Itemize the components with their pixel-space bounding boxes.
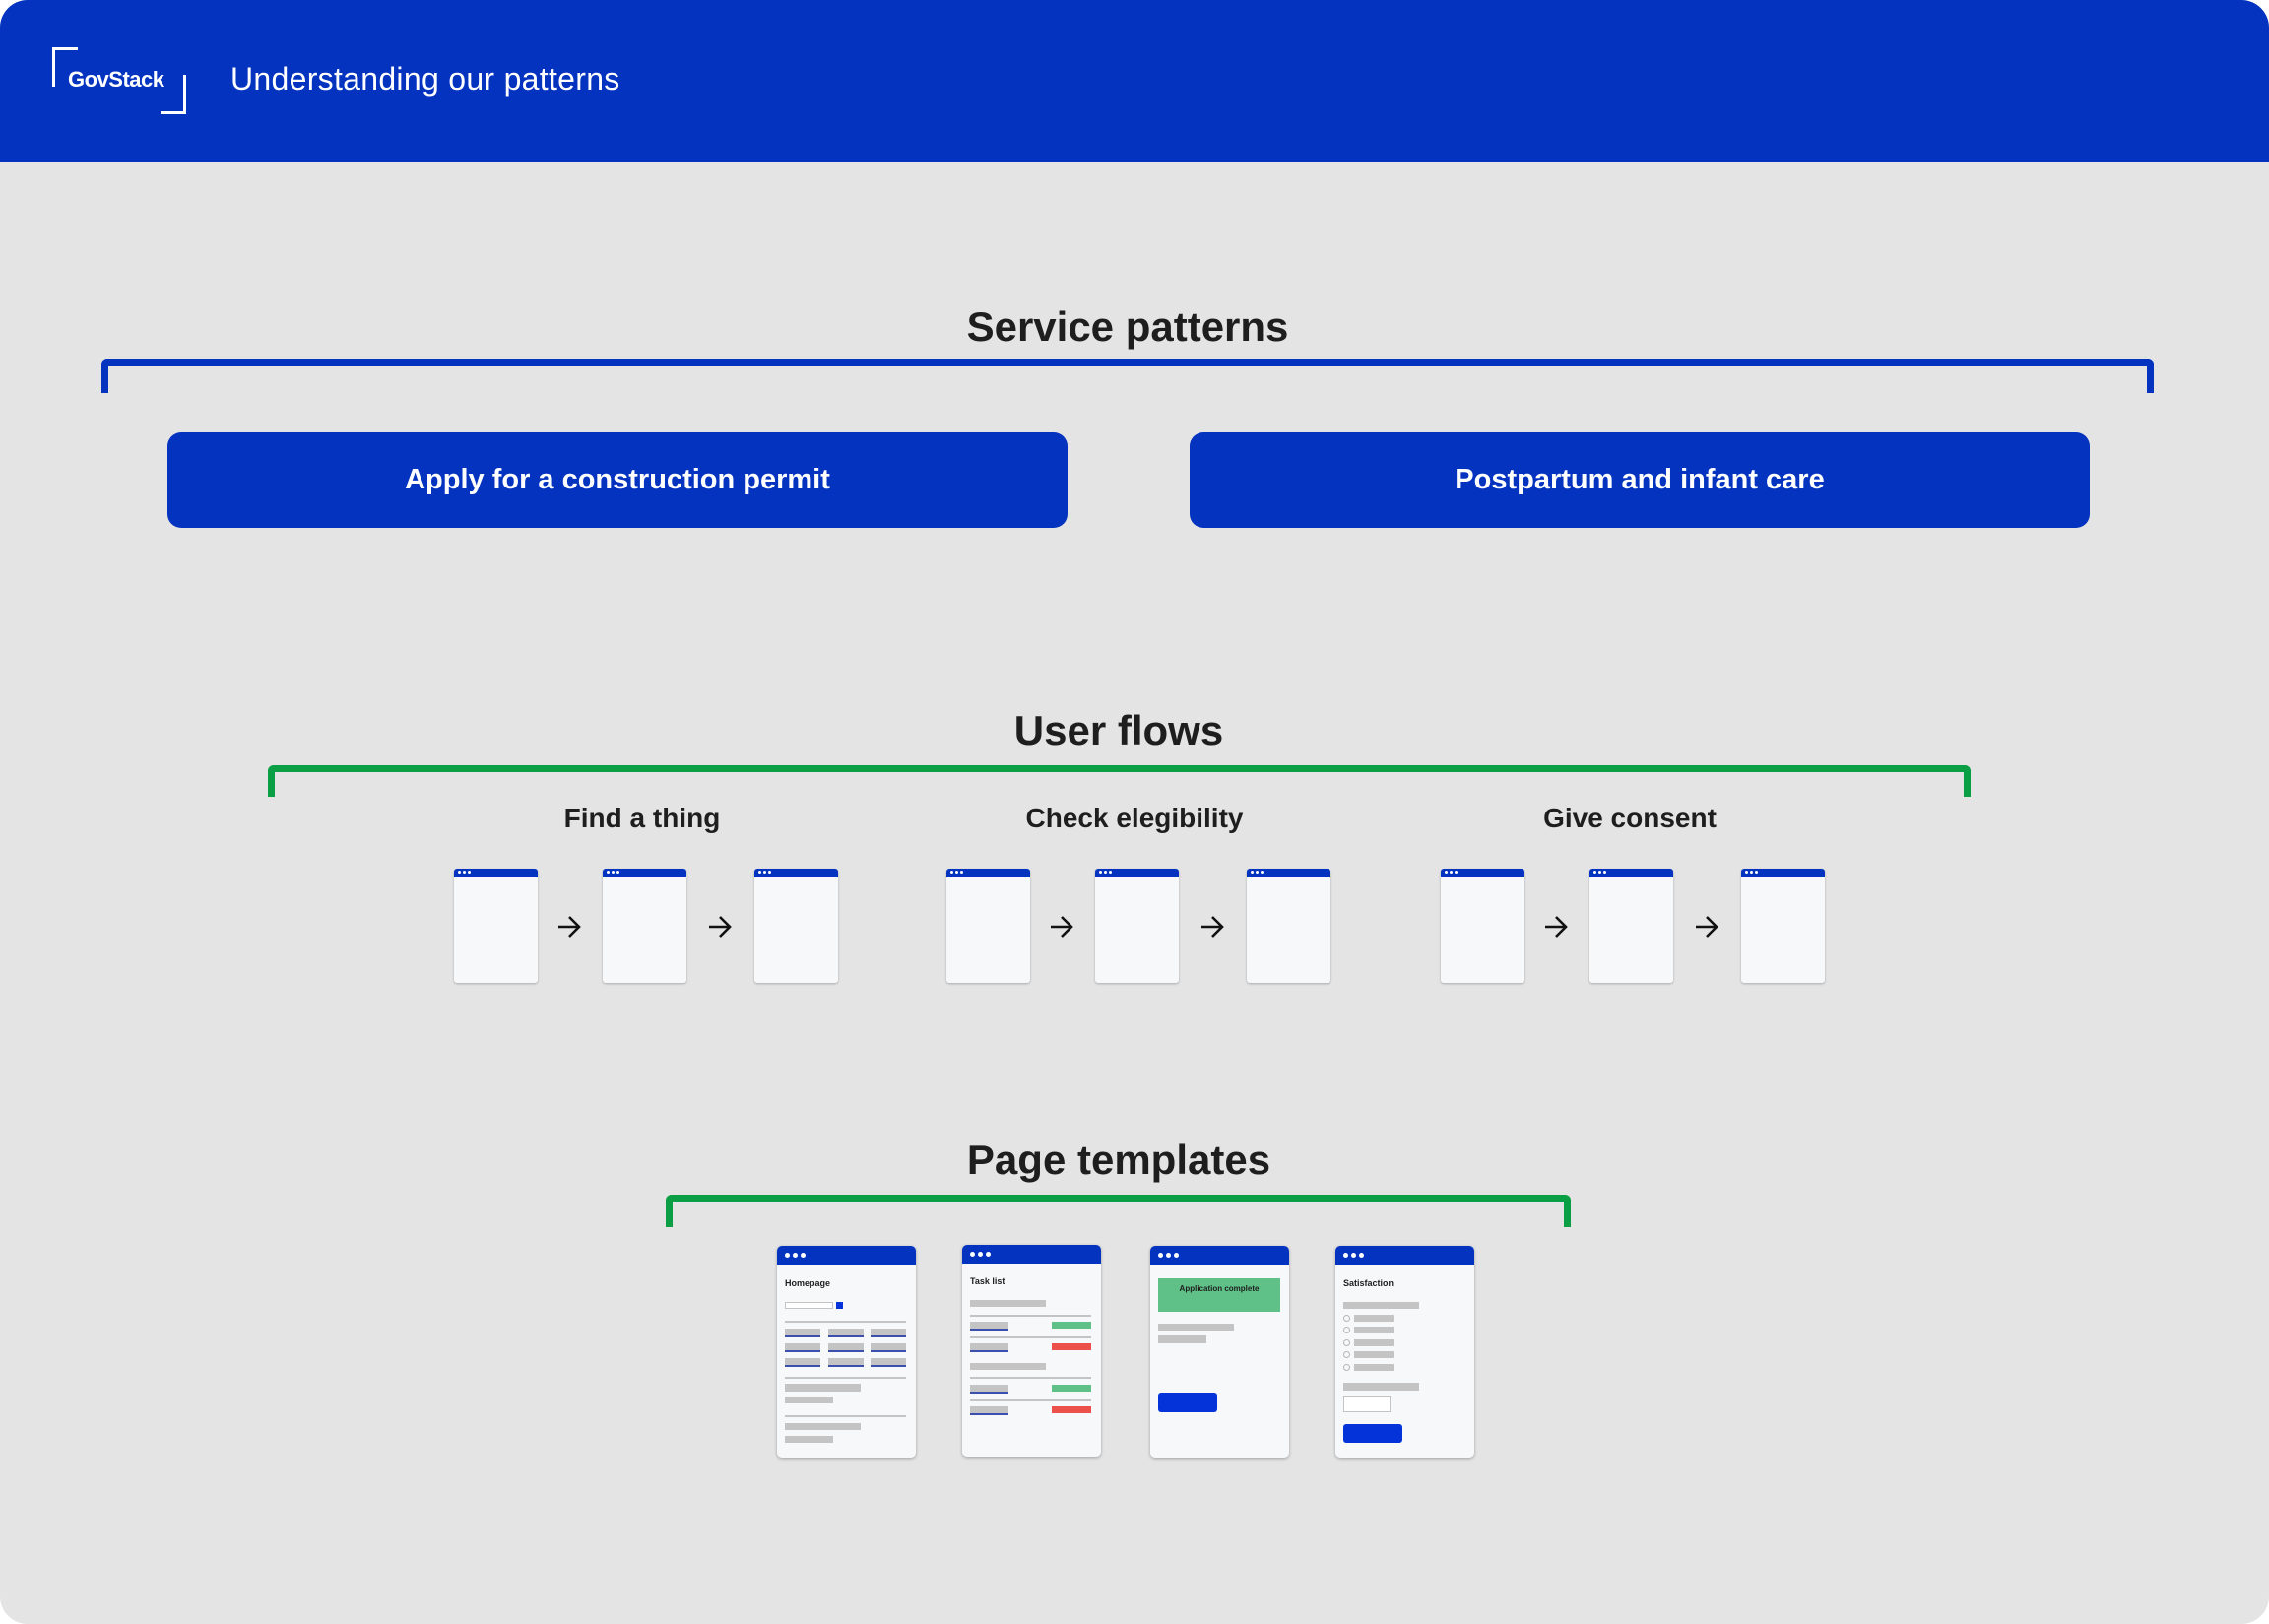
window-dots-icon xyxy=(1158,1253,1179,1258)
page-header-title: Understanding our patterns xyxy=(230,61,620,97)
flow-screen[interactable] xyxy=(1095,869,1179,983)
template-title: Homepage xyxy=(785,1278,831,1288)
govstack-logo[interactable]: GovStack xyxy=(52,47,186,114)
flow-screen[interactable] xyxy=(754,869,838,983)
status-done-mock xyxy=(1052,1385,1091,1392)
window-bar xyxy=(1095,869,1179,877)
flow-label: Check elegibility xyxy=(1025,803,1244,833)
window-dots-icon xyxy=(1099,871,1112,874)
flow-screen[interactable] xyxy=(946,869,1030,983)
window-dots-icon xyxy=(1745,871,1758,874)
page-templates-bracket xyxy=(666,1195,1571,1227)
window-dots-icon xyxy=(1251,871,1264,874)
window-dots-icon xyxy=(1445,871,1458,874)
status-error-mock xyxy=(1052,1343,1091,1350)
flow-screen[interactable] xyxy=(1247,869,1330,983)
continue-button-mock xyxy=(1158,1393,1217,1412)
window-bar xyxy=(1589,869,1673,877)
search-button-mock xyxy=(836,1302,843,1309)
window-bar xyxy=(1741,869,1825,877)
window-bar xyxy=(754,869,838,877)
construction-permit-button[interactable]: Apply for a construction permit xyxy=(167,432,1068,528)
window-bar xyxy=(777,1246,916,1265)
flow-screen[interactable] xyxy=(603,869,686,983)
logo-text: GovStack xyxy=(68,67,164,92)
status-error-mock xyxy=(1052,1406,1091,1413)
arrow-right-icon xyxy=(1695,915,1718,939)
header-bar: GovStack Understanding our patterns xyxy=(0,0,2269,162)
window-dots-icon xyxy=(1593,871,1606,874)
window-dots-icon xyxy=(950,871,963,874)
arrow-right-icon xyxy=(557,915,581,939)
template-title: Task list xyxy=(970,1276,1005,1286)
arrow-right-icon xyxy=(1050,915,1073,939)
window-bar xyxy=(1247,869,1330,877)
window-dots-icon xyxy=(607,871,619,874)
arrow-right-icon xyxy=(1200,915,1224,939)
flow-label: Find a thing xyxy=(563,803,721,833)
arrow-right-icon xyxy=(1544,915,1568,939)
page-templates-title: Page templates xyxy=(966,1137,1271,1183)
template-task-list[interactable]: Task list xyxy=(962,1245,1101,1457)
window-bar xyxy=(1335,1246,1474,1265)
confirmation-panel: Application complete xyxy=(1158,1278,1280,1312)
window-bar xyxy=(962,1245,1101,1264)
user-flows-title: User flows xyxy=(1013,707,1224,753)
window-bar xyxy=(603,869,686,877)
window-dots-icon xyxy=(758,871,771,874)
template-application-complete[interactable]: Application complete xyxy=(1150,1246,1289,1458)
status-done-mock xyxy=(1052,1322,1091,1329)
flow-screen[interactable] xyxy=(1741,869,1825,983)
flow-label: Give consent xyxy=(1543,803,1717,833)
flow-screen[interactable] xyxy=(1589,869,1673,983)
window-bar xyxy=(454,869,538,877)
template-satisfaction[interactable]: Satisfaction xyxy=(1335,1246,1474,1458)
submit-button-mock xyxy=(1343,1424,1402,1443)
template-title: Satisfaction xyxy=(1343,1278,1394,1288)
window-bar xyxy=(1441,869,1524,877)
window-bar xyxy=(1150,1246,1289,1265)
window-dots-icon xyxy=(1343,1253,1364,1258)
window-dots-icon xyxy=(970,1252,991,1257)
service-patterns-bracket xyxy=(101,359,2154,393)
flow-screen[interactable] xyxy=(454,869,538,983)
postpartum-care-button[interactable]: Postpartum and infant care xyxy=(1190,432,2090,528)
flow-screen[interactable] xyxy=(1441,869,1524,983)
search-input-mock xyxy=(785,1302,833,1309)
template-homepage[interactable]: Homepage xyxy=(777,1246,916,1458)
text-input-mock xyxy=(1343,1396,1391,1412)
window-dots-icon xyxy=(785,1253,806,1258)
arrow-right-icon xyxy=(708,915,732,939)
window-dots-icon xyxy=(458,871,471,874)
user-flows-bracket xyxy=(268,765,1971,797)
service-patterns-title: Service patterns xyxy=(966,303,1289,350)
window-bar xyxy=(946,869,1030,877)
